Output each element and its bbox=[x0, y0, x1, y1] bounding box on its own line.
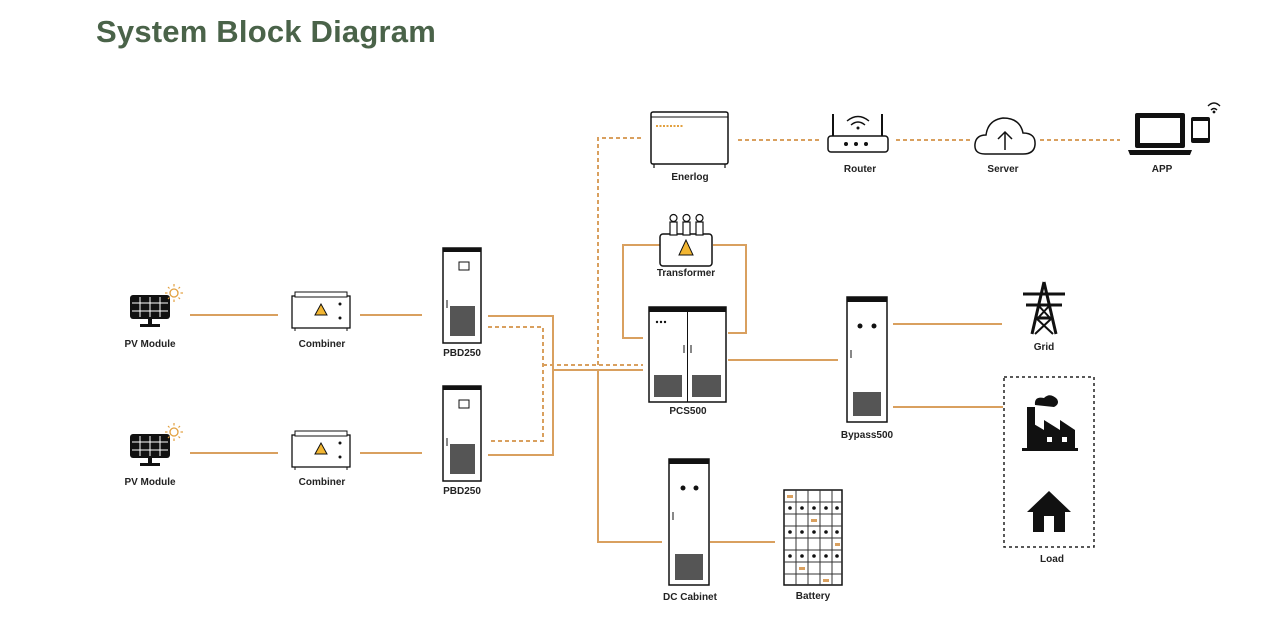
solar-panel-icon bbox=[129, 283, 184, 328]
bypass500-label: Bypass500 bbox=[841, 430, 894, 441]
power-tower-icon bbox=[1023, 281, 1065, 335]
pcs500-label: PCS500 bbox=[669, 406, 707, 417]
battery-rack-icon bbox=[783, 489, 843, 586]
pv-module-2: PV Module bbox=[124, 422, 184, 488]
combiner-box-icon bbox=[291, 430, 351, 471]
pcs500: PCS500 bbox=[648, 306, 727, 417]
transformer-icon bbox=[659, 213, 713, 267]
dashed-connections bbox=[488, 137, 1120, 442]
pbd250-2-label: PBD250 bbox=[443, 486, 481, 497]
load-label: Load bbox=[1040, 554, 1064, 565]
combiner-2-label: Combiner bbox=[299, 477, 346, 488]
combiner-1-label: Combiner bbox=[299, 339, 346, 350]
router: Router bbox=[827, 114, 889, 175]
cabinet-icon bbox=[668, 458, 710, 586]
battery: Battery bbox=[783, 489, 843, 602]
load-group-box bbox=[1003, 376, 1095, 548]
pv-module-2-label: PV Module bbox=[124, 477, 176, 488]
pv-module-1-label: PV Module bbox=[124, 339, 176, 350]
bypass500: Bypass500 bbox=[841, 296, 894, 441]
solar-panel-icon bbox=[129, 422, 184, 467]
transformer: Transformer bbox=[657, 213, 715, 279]
router-icon bbox=[827, 114, 889, 153]
page-title: System Block Diagram bbox=[96, 14, 436, 49]
pbd250-2: PBD250 bbox=[442, 385, 482, 497]
cabinet-icon bbox=[846, 296, 888, 423]
enerlog-label: Enerlog bbox=[671, 172, 708, 183]
cabinet-icon bbox=[442, 385, 482, 482]
cabinet-icon bbox=[648, 306, 727, 403]
server: Server bbox=[974, 117, 1036, 175]
server-label: Server bbox=[987, 164, 1018, 175]
load: Load bbox=[1003, 376, 1095, 565]
pbd250-1: PBD250 bbox=[442, 247, 482, 359]
house-icon bbox=[1027, 491, 1071, 532]
battery-label: Battery bbox=[796, 591, 831, 602]
pbd250-1-label: PBD250 bbox=[443, 348, 481, 359]
factory-icon bbox=[1022, 395, 1078, 451]
combiner-2: Combiner bbox=[291, 430, 351, 488]
grid: Grid bbox=[1023, 281, 1065, 353]
app-label: APP bbox=[1152, 164, 1173, 175]
combiner-box-icon bbox=[291, 291, 351, 332]
cloud-server-icon bbox=[974, 117, 1036, 155]
dc-cabinet-label: DC Cabinet bbox=[663, 592, 718, 603]
cabinet-icon bbox=[442, 247, 482, 344]
grid-label: Grid bbox=[1034, 342, 1055, 353]
solid-connections bbox=[190, 244, 1003, 543]
transformer-label: Transformer bbox=[657, 268, 715, 279]
pv-module-1: PV Module bbox=[124, 283, 184, 350]
dc-cabinet: DC Cabinet bbox=[663, 458, 718, 603]
data-logger-icon bbox=[650, 111, 729, 168]
enerlog: Enerlog bbox=[650, 111, 729, 183]
app: APP bbox=[1128, 102, 1221, 175]
router-label: Router bbox=[844, 164, 876, 175]
laptop-phone-icon bbox=[1128, 102, 1221, 155]
combiner-1: Combiner bbox=[291, 291, 351, 350]
